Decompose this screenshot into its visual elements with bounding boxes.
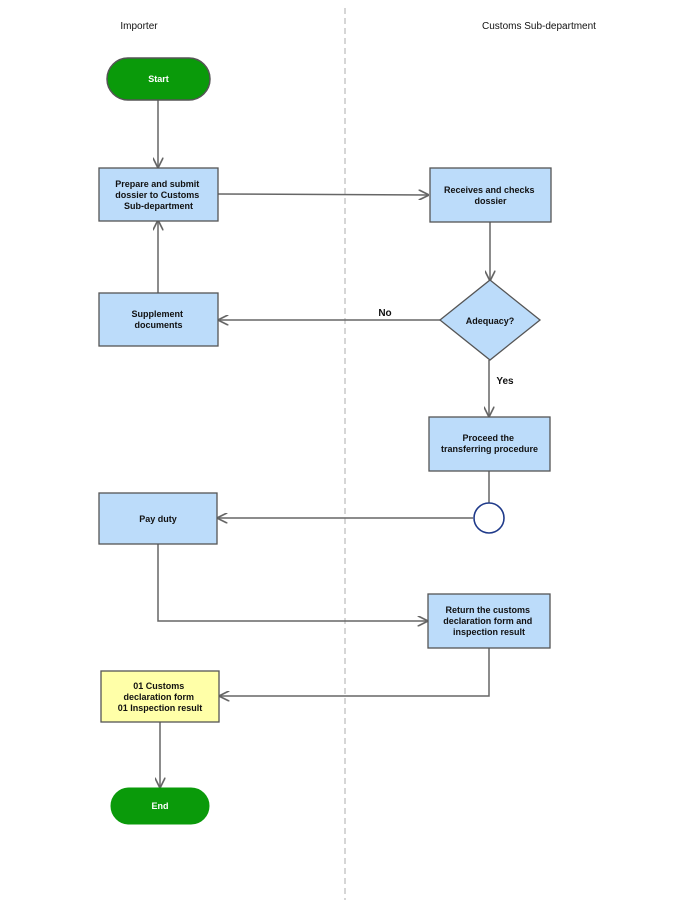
output-label-line-1: 01 Customs [133,681,184,691]
edge-pay-to-return [157,544,427,621]
adequacy-label: Adequacy? [466,316,515,326]
return-declaration-box: Return the customs declaration form and … [427,593,551,649]
supplement-label-line-1: Supplement [131,309,183,319]
lane-title-customs: Customs Sub-department [482,21,596,32]
end-terminal: End [110,787,210,825]
svg-text:Supplement documents: Supplement documents [131,309,185,330]
edge-prepare-to-receives [217,194,428,195]
lane-title-importer: Importer [120,21,158,32]
edge-label-no: No [378,308,391,319]
supplement-label-line-2: documents [134,320,182,330]
svg-text:Return the customs dec: Return the customs declaration form and … [443,605,535,637]
output-label-line-3: 01 Inspection result [118,703,203,713]
supplement-documents-box: Supplement documents [98,292,219,347]
start-label: Start [148,74,169,84]
prepare-label-line-2: dossier to Customs [115,190,199,200]
prepare-label-line-1: Prepare and submit [115,179,199,189]
prepare-label-line-3: Sub-department [124,201,193,211]
proceed-label-line-2: transferring procedure [441,444,538,454]
proceed-transferring-box: Proceed the transferring procedure [428,416,551,472]
receives-label-line-1: Receives and checks [444,185,535,195]
return-label-line-2: declaration form and [443,616,532,626]
receives-label-line-2: dossier [474,196,507,206]
edge-label-yes: Yes [496,376,514,387]
adequacy-decision: Adequacy? [438,279,542,361]
return-label-line-3: inspection result [453,627,525,637]
proceed-label-line-1: Proceed the [462,433,514,443]
edge-return-to-output [220,648,490,696]
prepare-submit-box: Prepare and submit dossier to Customs Su… [98,167,219,222]
connector-circle [473,502,505,534]
start-terminal: Start [106,57,211,101]
return-label-line-1: Return the customs [445,605,530,615]
svg-text:Prepare and submit dos: Prepare and submit dossier to Customs Su… [115,179,202,211]
output-documents-box: 01 Customs declaration form 01 Inspectio… [100,670,220,723]
output-label-line-2: declaration form [123,692,194,702]
receives-checks-box: Receives and checks dossier [429,167,552,223]
svg-text:01 Customs declaration: 01 Customs declaration form 01 Inspectio… [118,681,203,713]
pay-duty-box: Pay duty [98,492,218,545]
svg-text:Proceed the transferri: Proceed the transferring procedure [441,433,538,454]
pay-duty-label: Pay duty [139,514,177,524]
svg-text:Receives and checks do: Receives and checks dossier [444,185,537,206]
end-label: End [152,801,169,811]
